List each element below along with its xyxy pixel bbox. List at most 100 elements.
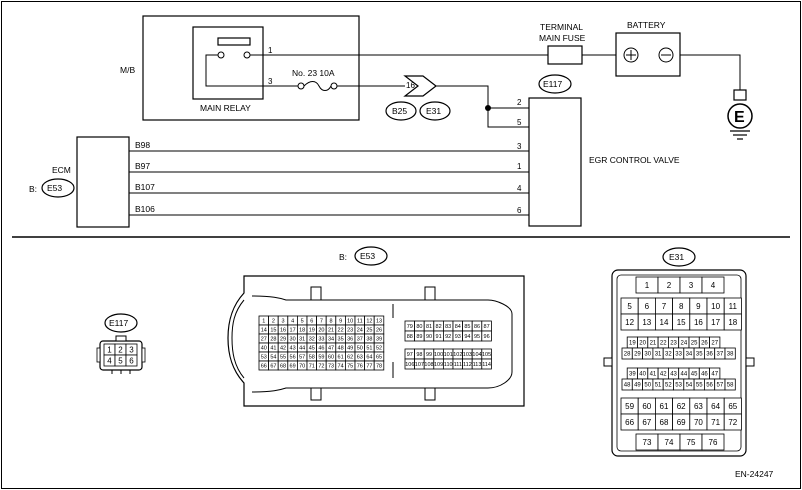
e31-pin-45: 45 xyxy=(691,372,698,378)
egr-pin-6: 6 xyxy=(517,206,522,215)
e53-tab-2 xyxy=(424,286,436,301)
egr-pin-1: 1 xyxy=(517,162,522,171)
egr-pin-5: 5 xyxy=(517,118,522,127)
e31-pin-14: 14 xyxy=(660,318,669,327)
e53-pin-69: 69 xyxy=(290,364,296,370)
wire-label-b107: B107 xyxy=(135,182,155,192)
e53-pin-7: 7 xyxy=(320,319,323,325)
e31-pin-60: 60 xyxy=(642,402,651,411)
relay-pin-1: 1 xyxy=(268,46,273,55)
e53-pin-93: 93 xyxy=(455,334,461,340)
e53-pin-79: 79 xyxy=(407,324,413,330)
e53-pin-54: 54 xyxy=(270,355,276,361)
e31-pin-10: 10 xyxy=(711,302,720,311)
e53-pin-84: 84 xyxy=(455,324,461,330)
splice-dot xyxy=(485,105,491,111)
e53-pin-63: 63 xyxy=(357,355,363,361)
e53-pin-113: 113 xyxy=(473,362,482,368)
e31-pin-4: 4 xyxy=(711,281,716,290)
e53-pin-29: 29 xyxy=(280,337,286,343)
e53-pin-114-cell xyxy=(481,358,492,370)
e53-pin-35: 35 xyxy=(338,337,344,343)
e53-pin-98: 98 xyxy=(416,352,422,358)
ground-symbol xyxy=(727,103,753,129)
ground-connector xyxy=(733,89,747,101)
e31-pin-73: 73 xyxy=(643,438,652,447)
e53-pin-15: 15 xyxy=(270,328,276,334)
e31-pin-19: 19 xyxy=(629,341,636,347)
e53-pin-72: 72 xyxy=(318,364,324,370)
e53-conn-prefix: B: xyxy=(339,252,347,262)
e31-pin-18: 18 xyxy=(728,318,737,327)
e53-pin-109: 109 xyxy=(434,362,443,368)
e53-pin-46: 46 xyxy=(318,346,324,352)
e31-pin-71: 71 xyxy=(711,418,720,427)
ecm-box xyxy=(76,136,130,228)
e31-pin-49: 49 xyxy=(634,383,641,389)
e53-pin-105: 105 xyxy=(482,352,491,358)
e53-pin-5: 5 xyxy=(301,319,304,325)
e31-pin-29: 29 xyxy=(634,352,641,358)
e53-pin-4: 4 xyxy=(291,319,294,325)
e31-ear-right xyxy=(745,357,755,367)
e53-pin-16: 16 xyxy=(280,328,286,334)
mb-box xyxy=(142,15,360,121)
e53-pin-88: 88 xyxy=(407,334,413,340)
e31-pin-63: 63 xyxy=(694,402,703,411)
e31-pin-66: 66 xyxy=(625,418,634,427)
e53-pin-21: 21 xyxy=(328,328,334,334)
e53-pin-108: 108 xyxy=(424,362,433,368)
e31-pin-15: 15 xyxy=(677,318,686,327)
e53-pin-47: 47 xyxy=(328,346,334,352)
e53-pin-61: 61 xyxy=(338,355,344,361)
e31-pin-30: 30 xyxy=(644,352,651,358)
e31-inner-outline xyxy=(616,274,742,452)
relay-contact-left xyxy=(217,51,225,59)
relay-contact-right xyxy=(243,51,251,59)
e117-latch xyxy=(115,335,127,342)
e53-pin-96-cell xyxy=(481,330,492,342)
e53-pin-77: 77 xyxy=(366,364,372,370)
ground-label: E xyxy=(734,109,745,126)
e53-pin-51: 51 xyxy=(366,346,372,352)
e117-pin-5: 5 xyxy=(118,357,123,366)
e31-pin-18-cell xyxy=(723,313,742,331)
e53-pin-95: 95 xyxy=(474,334,480,340)
egr-pin-2: 2 xyxy=(517,98,522,107)
e53-pin-34: 34 xyxy=(328,337,334,343)
e53-pin-81: 81 xyxy=(426,324,432,330)
e53-pin-99: 99 xyxy=(426,352,432,358)
terminal-fuse-label-2: MAIN FUSE xyxy=(539,33,586,43)
e117-pin-2: 2 xyxy=(118,346,123,355)
e31-pin-38-cell xyxy=(724,347,736,360)
e53-pin-74: 74 xyxy=(338,364,344,370)
e31-pin-70: 70 xyxy=(694,418,703,427)
e53-pin-102: 102 xyxy=(453,352,462,358)
e53-pin-66: 66 xyxy=(261,364,267,370)
e31-pin-1: 1 xyxy=(645,281,650,290)
e53-pin-94: 94 xyxy=(464,334,470,340)
e53-pin-91: 91 xyxy=(436,334,442,340)
e31-pin-4-cell xyxy=(701,276,725,294)
e31-pin-13: 13 xyxy=(642,318,651,327)
e53-conn-badge xyxy=(354,246,388,266)
e53-pin-41: 41 xyxy=(270,346,276,352)
ecm-e53-label: E53 xyxy=(47,183,62,193)
e53-pin-28: 28 xyxy=(270,337,276,343)
e53-pin-10: 10 xyxy=(347,319,353,325)
e31-pin-48: 48 xyxy=(624,383,631,389)
e53-pin-110: 110 xyxy=(444,362,453,368)
relay-coil xyxy=(217,37,251,46)
e53-left-curve xyxy=(231,299,245,379)
e53-pin-36: 36 xyxy=(347,337,353,343)
e53-pin-6: 6 xyxy=(310,319,313,325)
e31-pin-65: 65 xyxy=(728,402,737,411)
relay-pin-3: 3 xyxy=(268,77,273,86)
e53-pin-27: 27 xyxy=(261,337,267,343)
e53-pin-38: 38 xyxy=(366,337,372,343)
e53-pin-86: 86 xyxy=(474,324,480,330)
e31-pin-5: 5 xyxy=(627,302,632,311)
e53-pin-48: 48 xyxy=(338,346,344,352)
